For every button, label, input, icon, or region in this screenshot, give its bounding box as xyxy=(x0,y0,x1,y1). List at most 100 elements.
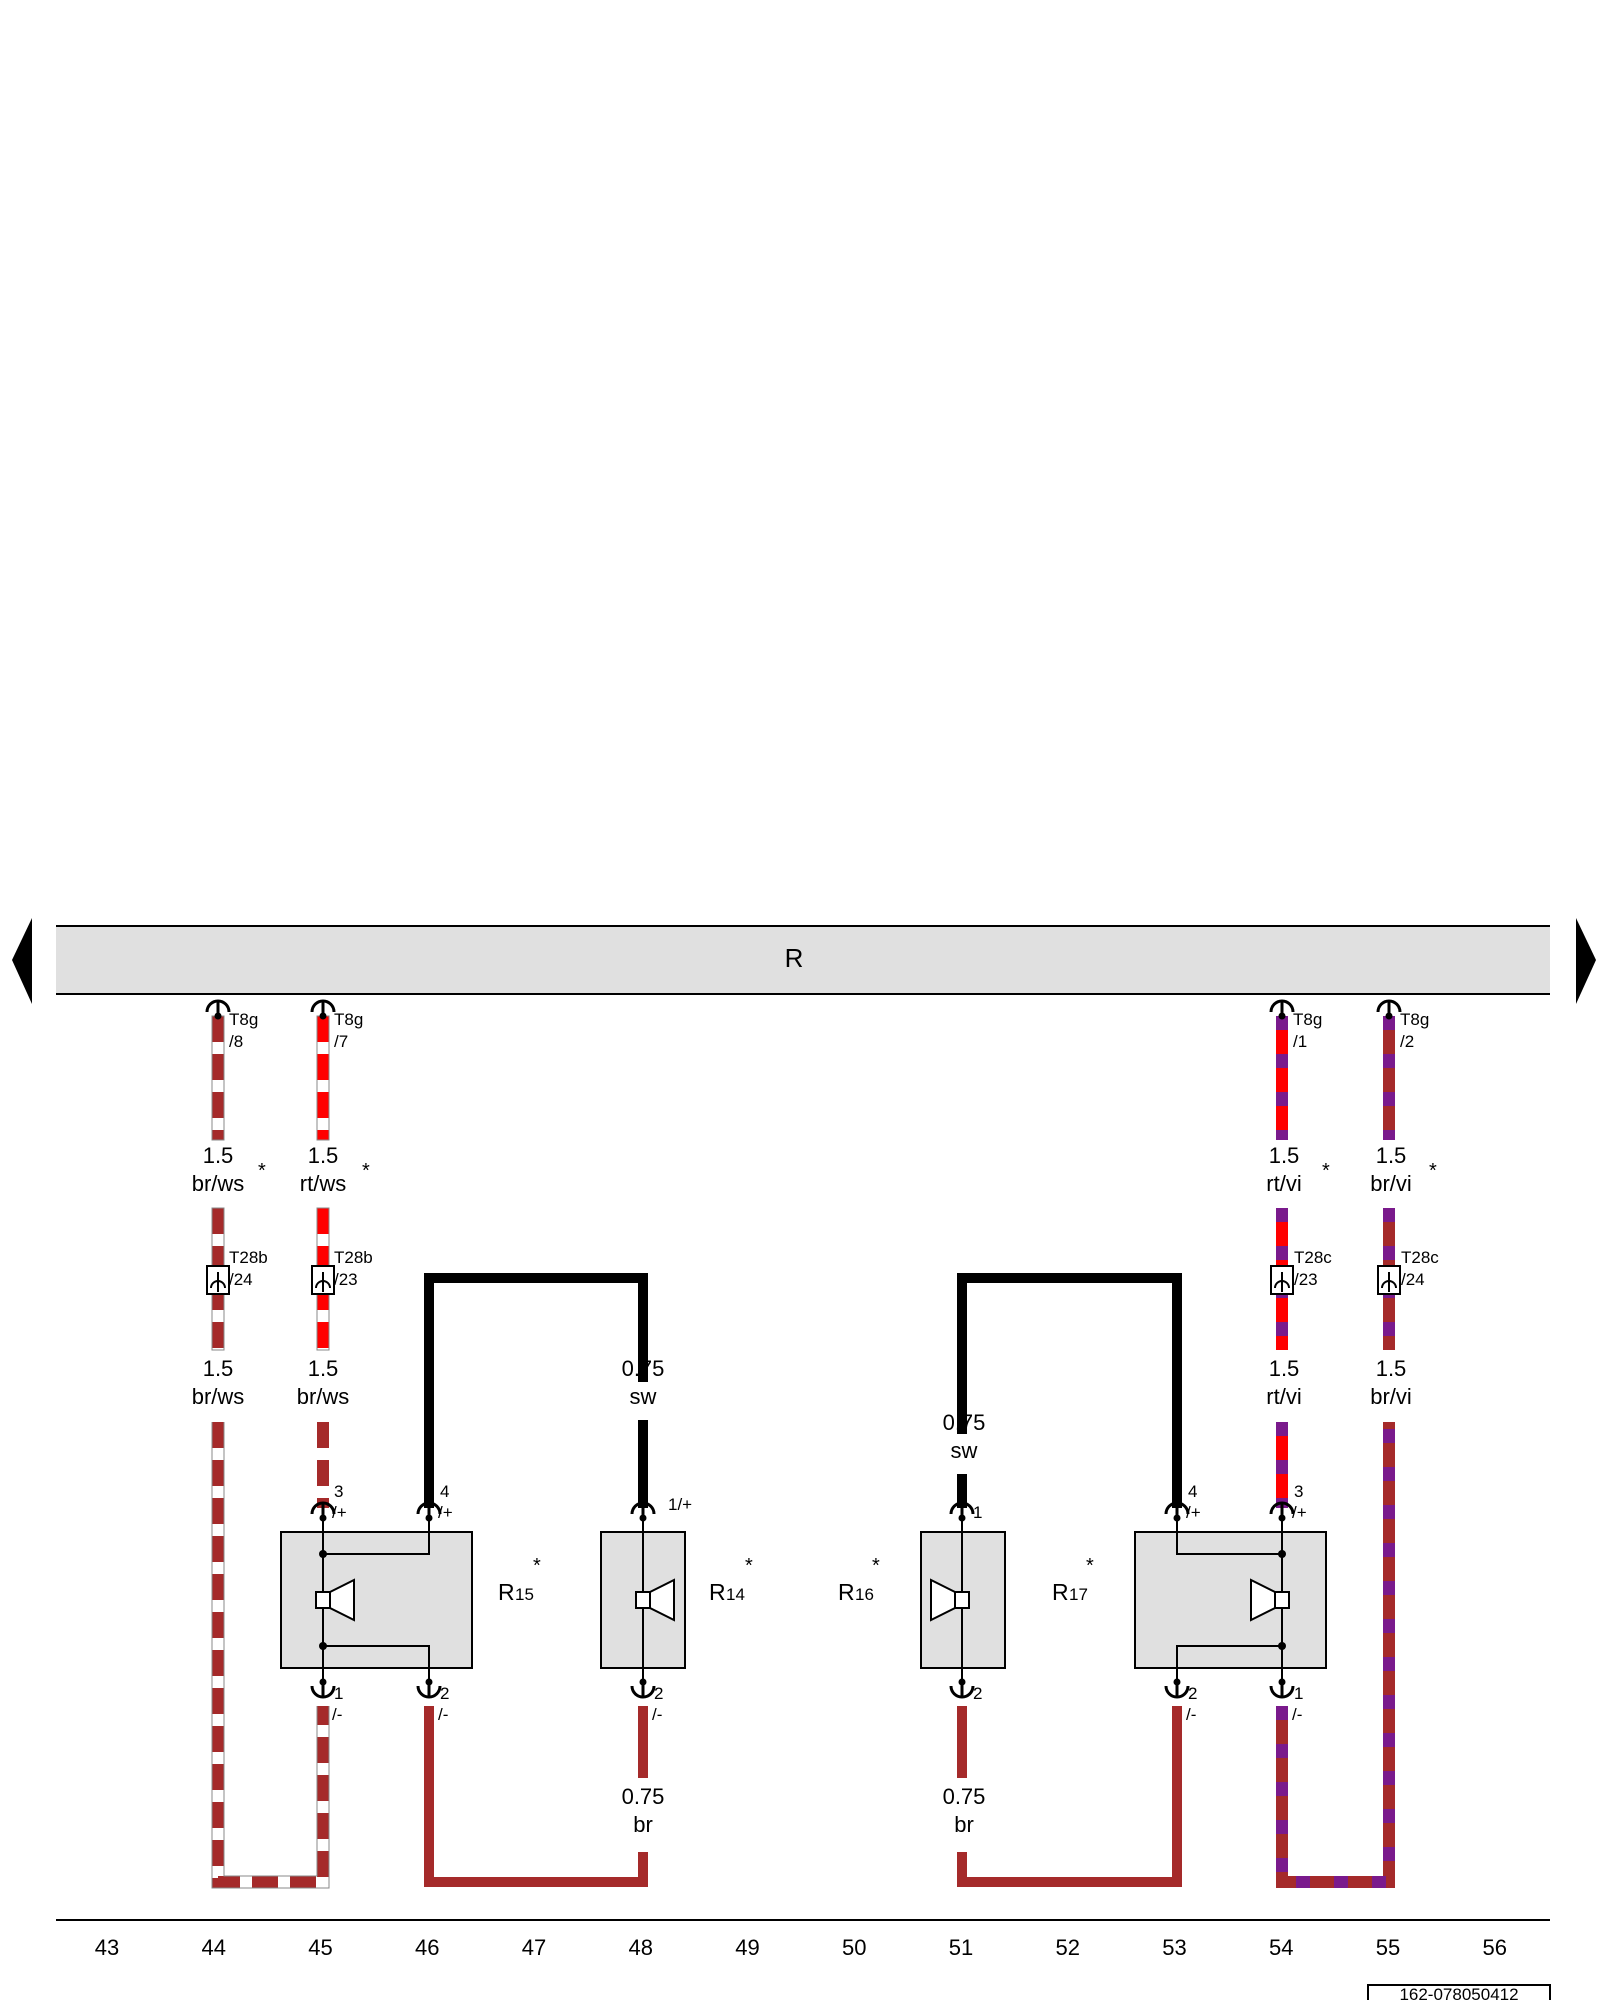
r15-pin4-sign: /+ xyxy=(438,1503,453,1522)
track-number: 44 xyxy=(202,1935,226,1960)
w51bot-color: br xyxy=(954,1812,974,1837)
w51top-color: sw xyxy=(951,1438,978,1463)
connector-t8g-8-icon xyxy=(205,999,231,1021)
component-label-r16: R 16 * xyxy=(838,1555,880,1605)
speaker-icon xyxy=(1250,1578,1290,1622)
connector-t28c-24-icon xyxy=(1377,1265,1401,1295)
svg-text:*: * xyxy=(872,1555,880,1577)
track-number: 49 xyxy=(735,1935,759,1960)
t8g-2-name: T8g xyxy=(1400,1010,1429,1029)
w48bot-color: br xyxy=(633,1812,653,1837)
next-page-arrow[interactable] xyxy=(1576,918,1596,1004)
r17-pin1-num: 1 xyxy=(1294,1684,1303,1703)
module-r-bar: R xyxy=(56,925,1550,995)
diagram-id-box: 162-078050412 xyxy=(1367,1984,1551,2000)
t8g-8-pin: /8 xyxy=(229,1032,243,1051)
w44a-asterisk: * xyxy=(258,1160,266,1182)
speaker-r16 xyxy=(920,1512,1006,1688)
r17-pin3-num: 3 xyxy=(1294,1482,1303,1501)
svg-text:R: R xyxy=(1052,1579,1069,1605)
speaker-icon xyxy=(315,1578,355,1622)
w54b-size: 1.5 xyxy=(1269,1356,1300,1381)
w44b-size: 1.5 xyxy=(203,1356,234,1381)
prev-page-arrow[interactable] xyxy=(12,918,32,1004)
svg-text:15: 15 xyxy=(515,1585,534,1604)
t8g-8-name: T8g xyxy=(229,1010,258,1029)
r15-pin3-sign: /+ xyxy=(332,1503,347,1522)
w55a-size: 1.5 xyxy=(1376,1143,1407,1168)
track-number: 48 xyxy=(629,1935,653,1960)
track-number: 43 xyxy=(95,1935,119,1960)
t8g-1-pin: /1 xyxy=(1293,1032,1307,1051)
module-label: R xyxy=(785,943,804,973)
connector-t28b-23-icon xyxy=(311,1265,335,1295)
w44a-size: 1.5 xyxy=(203,1143,234,1168)
r17-pin4-sign: /+ xyxy=(1186,1503,1201,1522)
r14-pin2-sign: /- xyxy=(652,1705,662,1724)
t28b-23-pin: /23 xyxy=(334,1270,358,1289)
w55a-asterisk: * xyxy=(1429,1160,1437,1182)
wire-46-48-black xyxy=(424,1273,648,1508)
wire-51-53-brown xyxy=(957,1706,1182,1887)
wire-51-53-black xyxy=(957,1273,1182,1508)
track-number: 47 xyxy=(522,1935,546,1960)
w44a-color: br/ws xyxy=(192,1171,245,1196)
track-number: 45 xyxy=(308,1935,332,1960)
connector-t8g-1-icon xyxy=(1269,999,1295,1021)
track-number: 52 xyxy=(1056,1935,1080,1960)
speaker-icon xyxy=(930,1578,970,1622)
wire-loop-44-45 xyxy=(211,1422,330,1889)
svg-text:17: 17 xyxy=(1069,1585,1088,1604)
component-label-r17: R 17 * xyxy=(1052,1555,1094,1605)
r15-pin2-sign: /- xyxy=(438,1705,448,1724)
w48top-color: sw xyxy=(630,1384,657,1409)
speaker-r17 xyxy=(1134,1512,1327,1688)
w45a-size: 1.5 xyxy=(308,1143,339,1168)
r17-pin4-num: 4 xyxy=(1188,1482,1197,1501)
wire-loop-54-55 xyxy=(1276,1422,1395,1888)
t8g-2-pin: /2 xyxy=(1400,1032,1414,1051)
track-number: 56 xyxy=(1483,1935,1507,1960)
r17-pin1-sign: /- xyxy=(1292,1705,1302,1724)
w45a-color: rt/ws xyxy=(300,1171,346,1196)
w55a-color: br/vi xyxy=(1370,1171,1412,1196)
component-label-r15: R 15 * xyxy=(498,1555,541,1605)
r16-pin2-num: 2 xyxy=(973,1684,982,1703)
connector-t8g-7-icon xyxy=(310,999,336,1021)
t28c-23-name: T28c xyxy=(1294,1248,1332,1267)
track-number: 51 xyxy=(949,1935,973,1960)
r15-pin3-num: 3 xyxy=(334,1482,343,1501)
wire-46-48-brown xyxy=(424,1706,648,1887)
w45b-size: 1.5 xyxy=(308,1356,339,1381)
w48bot-size: 0.75 xyxy=(622,1784,665,1809)
r16-pin1-num: 1 xyxy=(973,1503,982,1522)
r17-pin2-sign: /- xyxy=(1186,1705,1196,1724)
r15-pin4-num: 4 xyxy=(440,1482,449,1501)
t28c-24-name: T28c xyxy=(1401,1248,1439,1267)
svg-text:R: R xyxy=(709,1579,726,1605)
diagram-id: 162-078050412 xyxy=(1399,1985,1518,2000)
svg-text:*: * xyxy=(1086,1555,1094,1577)
svg-text:16: 16 xyxy=(855,1585,874,1604)
w48top-size: 0.75 xyxy=(622,1356,665,1381)
track-number: 54 xyxy=(1269,1935,1293,1960)
speaker-icon xyxy=(635,1578,675,1622)
w45a-asterisk: * xyxy=(362,1160,370,1182)
svg-text:*: * xyxy=(533,1555,541,1577)
t28b-24-name: T28b xyxy=(229,1248,268,1267)
t28c-23-pin: /23 xyxy=(1294,1270,1318,1289)
w54a-size: 1.5 xyxy=(1269,1143,1300,1168)
r15-pin1-num: 1 xyxy=(334,1684,343,1703)
r17-pin3-sign: /+ xyxy=(1292,1503,1307,1522)
w44b-color: br/ws xyxy=(192,1384,245,1409)
w55b-color: br/vi xyxy=(1370,1384,1412,1409)
speaker-r15 xyxy=(280,1512,473,1688)
svg-text:R: R xyxy=(498,1579,515,1605)
w51top-size: 0.75 xyxy=(943,1410,986,1435)
track-number: 46 xyxy=(415,1935,439,1960)
connector-t28b-24-icon xyxy=(206,1265,230,1295)
r15-pin1-sign: /- xyxy=(332,1705,342,1724)
w51bot-size: 0.75 xyxy=(943,1784,986,1809)
r14-pin1-num: 1/+ xyxy=(668,1495,692,1514)
